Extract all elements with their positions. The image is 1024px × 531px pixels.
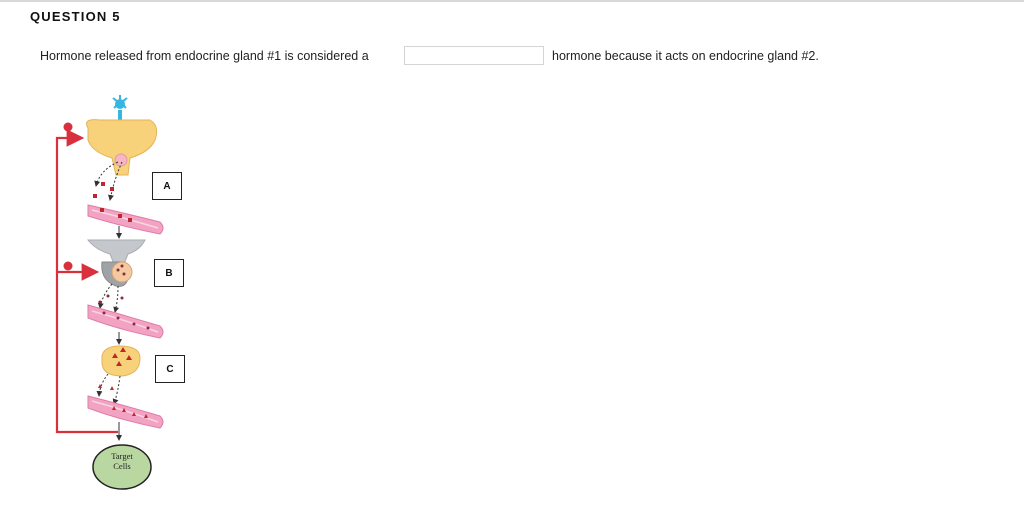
question-text-before: Hormone released from endocrine gland #1… (40, 49, 369, 63)
secretion-arrows-b (97, 283, 124, 313)
feedback-loop (55, 122, 118, 434)
pituitary-gland (86, 239, 146, 287)
feedback-dot-top (63, 122, 73, 132)
label-box-c: C (155, 355, 185, 383)
label-box-a: A (152, 172, 182, 200)
top-divider (0, 0, 1024, 2)
secretion-arrows-c (96, 373, 121, 405)
target-label-line2: Cells (113, 461, 131, 471)
target-label-line1: Target (111, 451, 133, 461)
label-box-b: B (154, 259, 184, 287)
question-text-after: hormone because it acts on endocrine gla… (552, 49, 819, 63)
hypothalamus-gland (86, 119, 158, 176)
answer-blank-input[interactable] (404, 46, 544, 65)
secretion-arrows-a (93, 161, 123, 201)
target-cells-label: Target Cells (92, 451, 152, 471)
peripheral-gland (101, 345, 141, 377)
question-title: QUESTION 5 (30, 9, 121, 24)
feedback-dot-middle (63, 261, 73, 271)
target-cells (92, 444, 152, 490)
blood-vessel-1 (87, 204, 164, 235)
blood-vessel-3 (87, 395, 164, 429)
blood-vessel-2 (87, 304, 164, 339)
